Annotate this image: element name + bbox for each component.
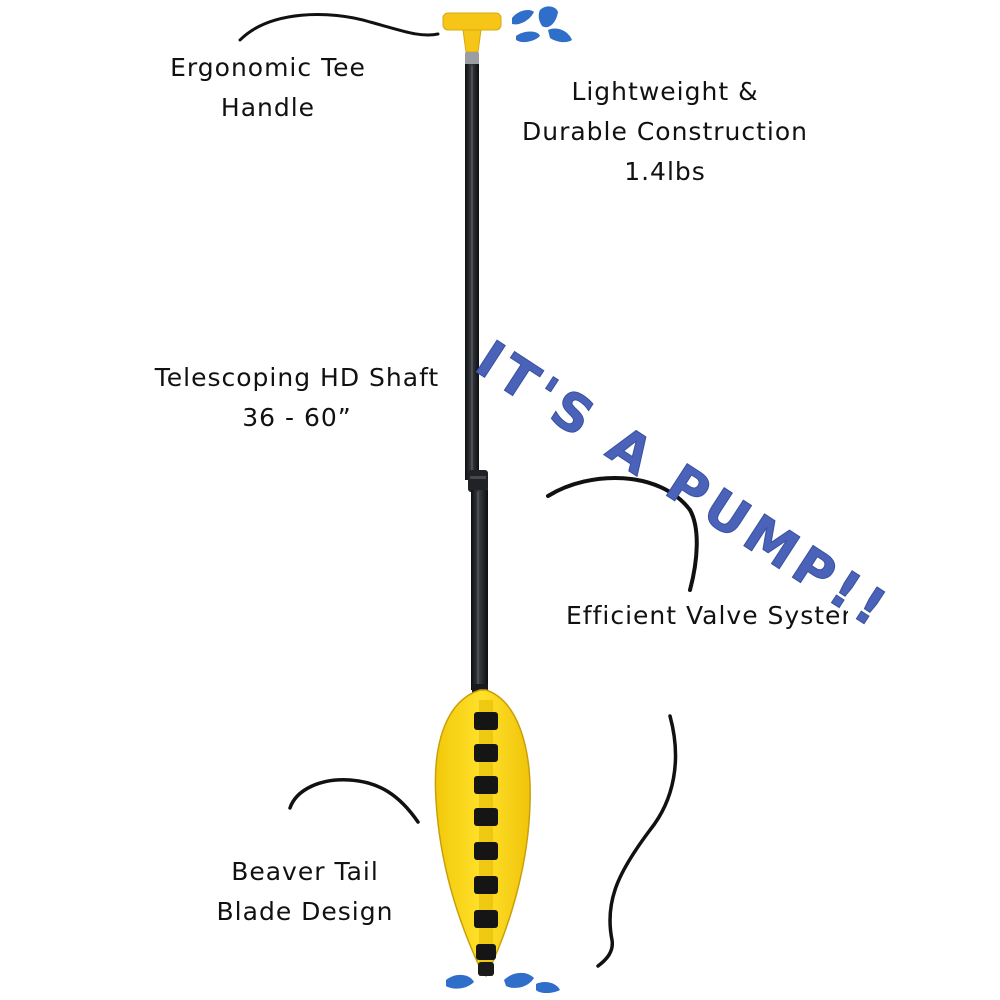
beaver-tail-blade: [434, 689, 531, 978]
blade-label: Beaver Tail Blade Design: [210, 852, 400, 932]
construction-label: Lightweight & Durable Construction 1.4lb…: [520, 72, 810, 192]
handle-label-line2: Handle: [220, 93, 316, 122]
tee-handle: [442, 12, 502, 66]
blade-label-line1: Beaver Tail: [231, 857, 379, 886]
valve-label: Efficient Valve System: [566, 596, 848, 636]
curved-pointer-line: [596, 714, 678, 968]
water-splash-icon: [512, 6, 572, 43]
curved-pointer-line: [238, 13, 440, 42]
curved-pointer-line: [546, 476, 699, 592]
construction-label-line1: Lightweight &: [571, 77, 759, 106]
valve-label-line1: Efficient Valve System: [566, 601, 848, 630]
handle-label-line1: Ergonomic Tee: [170, 53, 366, 82]
handle-label: Ergonomic Tee Handle: [148, 48, 388, 128]
shaft-label-line2: 36 - 60”: [242, 403, 352, 432]
construction-label-line2: Durable Construction: [521, 117, 808, 146]
telescoping-shaft: [465, 64, 488, 704]
blade-label-line2: Blade Design: [216, 897, 394, 926]
curved-pointer-line: [288, 778, 420, 824]
construction-label-line3: 1.4lbs: [624, 157, 706, 186]
shaft-label: Telescoping HD Shaft 36 - 60”: [142, 358, 452, 438]
water-splash-icon: [446, 972, 560, 993]
shaft-label-line1: Telescoping HD Shaft: [154, 363, 440, 392]
